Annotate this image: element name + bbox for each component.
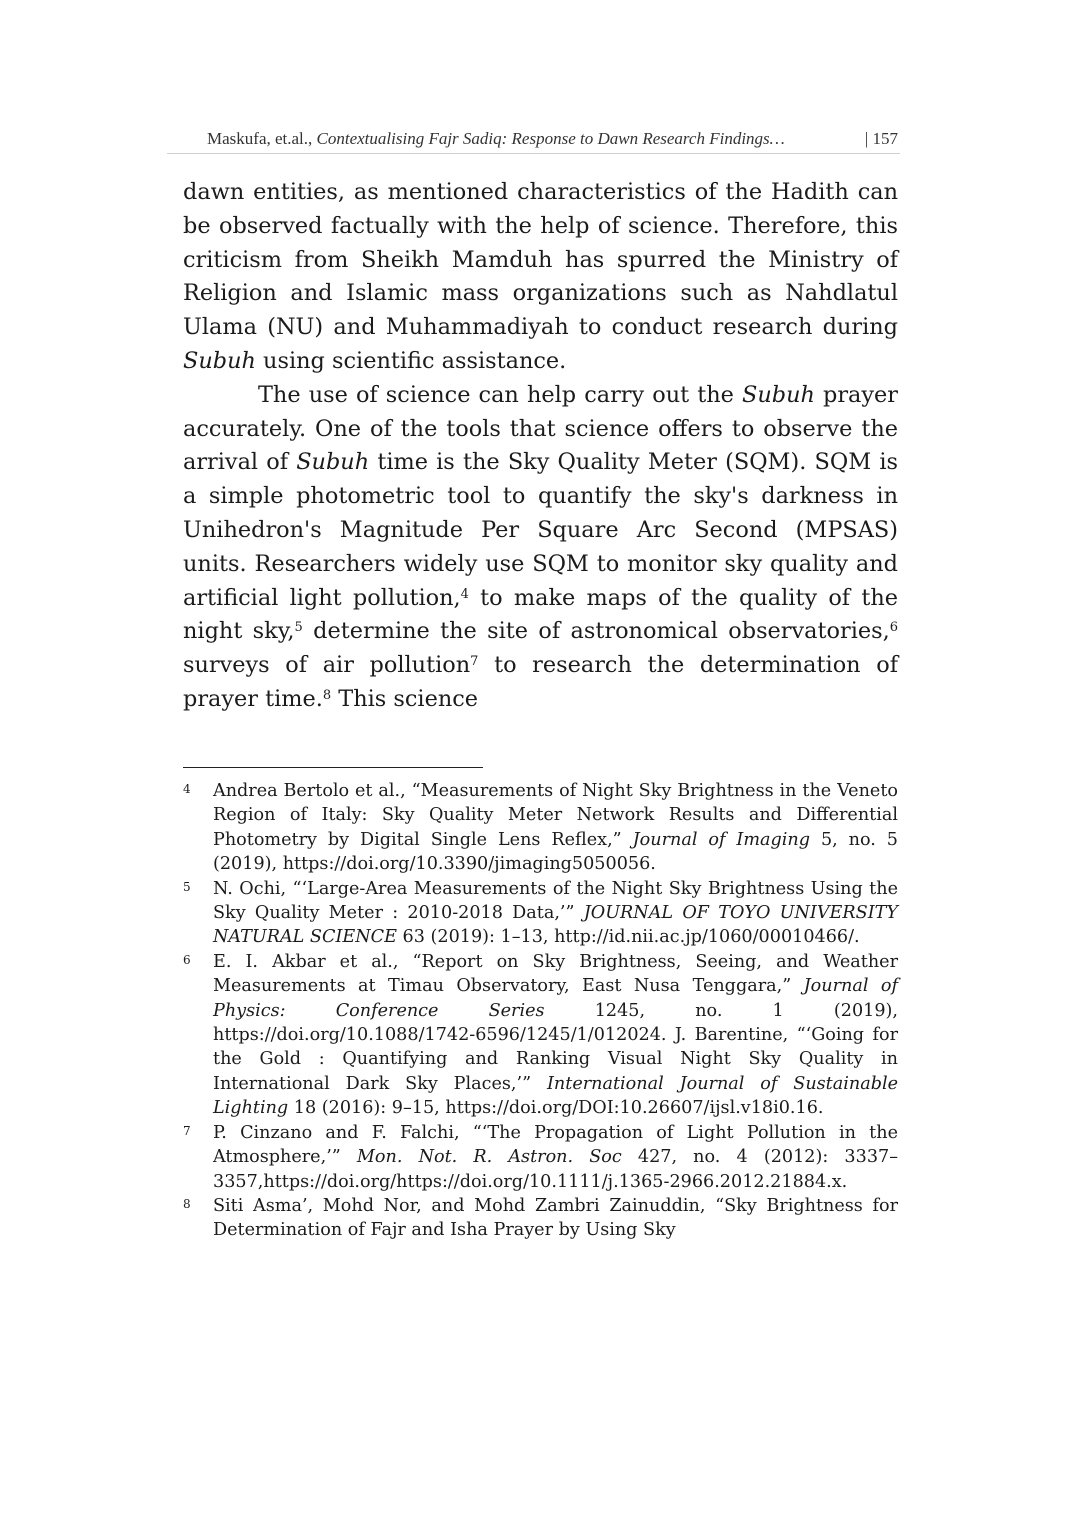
footnote-number: 8: [183, 1196, 191, 1211]
text-run: prayer accurately. One of the tools that…: [183, 381, 899, 476]
footnote-number: 6: [183, 952, 191, 967]
footnote-reference: 4: [460, 586, 469, 602]
text-run: dawn entities, as mentioned characterist…: [183, 179, 898, 341]
text-run: time is the Sky Quality Meter (SQM). SQM…: [183, 449, 898, 611]
text-run: to make maps of the quality of the night…: [183, 584, 898, 645]
text-run: determine the site of astronomical obser…: [302, 618, 890, 645]
body-paragraph: dawn entities, as mentioned characterist…: [183, 176, 898, 379]
footnote-number: 5: [183, 879, 191, 894]
text-run: to research the determination of prayer …: [183, 652, 898, 712]
italic-text: Journal of Imaging: [632, 829, 811, 850]
footnote-text: E. I. Akbar et al., “Report on Sky Brigh…: [213, 950, 898, 1121]
text-run: Andrea Bertolo et al., “Measurements of …: [213, 781, 898, 850]
running-header: Maskufa, et.al., Contextualising Fajr Sa…: [167, 127, 900, 154]
footnote: 4 Andrea Bertolo et al., “Measurements of…: [183, 779, 898, 877]
text-run: E. I. Akbar et al., “Report on Sky Brigh…: [213, 951, 898, 997]
text-run: 1245, no. 1 (2019), https://doi.org/10.1…: [213, 1000, 898, 1094]
footnote-text: Andrea Bertolo et al., “Measurements of …: [213, 779, 898, 877]
footnote-reference: 7: [470, 654, 479, 670]
footnote-text: N. Ochi, “‘Large-Area Measurements of th…: [213, 877, 898, 950]
italic-text: Journal of Physics: Conference Series: [213, 976, 898, 1021]
italic-text: Subuh: [741, 381, 815, 408]
footnote-number: 4: [183, 782, 191, 796]
footnote-text: Siti Asma’, Mohd Nor, and Mohd Zambri Za…: [213, 1194, 898, 1243]
footnote-reference: 6: [889, 620, 898, 636]
text-run: using scientific assistance.: [255, 347, 567, 374]
text-run: The use of science can help carry out th…: [258, 381, 742, 408]
text-run: surveys of air pollution: [183, 652, 471, 679]
text-run: P. Cinzano and F. Falchi, “‘The Propagat…: [213, 1122, 898, 1168]
footnote: 6 E. I. Akbar et al., “Report on Sky Brig…: [183, 950, 898, 1121]
text-run: N. Ochi, “‘Large-Area Measurements of th…: [213, 878, 898, 924]
text-run: 63 (2019): 1–13, http://id.nii.ac.jp/106…: [396, 927, 860, 948]
italic-text: International Journal of Sustainable Lig…: [213, 1073, 898, 1119]
footnote-separator: [183, 767, 483, 768]
footnote-text: P. Cinzano and F. Falchi, “‘The Propagat…: [213, 1121, 898, 1194]
footnote-number: 7: [183, 1123, 191, 1138]
italic-text: JOURNAL OF TOYO UNIVERSITY NATURAL SCIEN…: [213, 903, 898, 948]
footnote: 8 Siti Asma’, Mohd Nor, and Mohd Zambri Z…: [183, 1194, 898, 1243]
header-authors: Maskufa, et.al.,: [207, 129, 317, 148]
footnotes: 4 Andrea Bertolo et al., “Measurements of…: [183, 779, 898, 1243]
footnote: 5 N. Ochi, “‘Large-Area Measurements of t…: [183, 877, 898, 950]
footnote-reference: 8: [322, 687, 332, 703]
text-run: Siti Asma’, Mohd Nor, and Mohd Zambri Za…: [213, 1195, 898, 1241]
page-number: | 157: [864, 129, 898, 148]
body-paragraph: The use of science can help carry out th…: [183, 379, 898, 717]
italic-text: Subuh: [183, 347, 256, 374]
running-title: Maskufa, et.al., Contextualising Fajr Sa…: [207, 129, 785, 149]
body-text: dawn entities, as mentioned characterist…: [183, 176, 898, 717]
text-run: 5, no. 5 (2019), https://doi.org/10.3390…: [213, 829, 898, 875]
italic-text: Subuh: [296, 449, 370, 476]
text-run: 427, no. 4 (2012): 3337–3357,https://doi…: [213, 1147, 898, 1192]
text-run: This science: [331, 685, 479, 712]
header-article-title: Contextualising Fajr Sadiq: Response to …: [316, 129, 785, 148]
footnote-reference: 5: [294, 620, 303, 636]
footnote: 7 P. Cinzano and F. Falchi, “‘The Propaga…: [183, 1121, 898, 1194]
text-run: 18 (2016): 9–15, https://doi.org/DOI:10.…: [288, 1098, 824, 1119]
italic-text: Mon. Not. R. Astron. Soc: [356, 1147, 622, 1168]
